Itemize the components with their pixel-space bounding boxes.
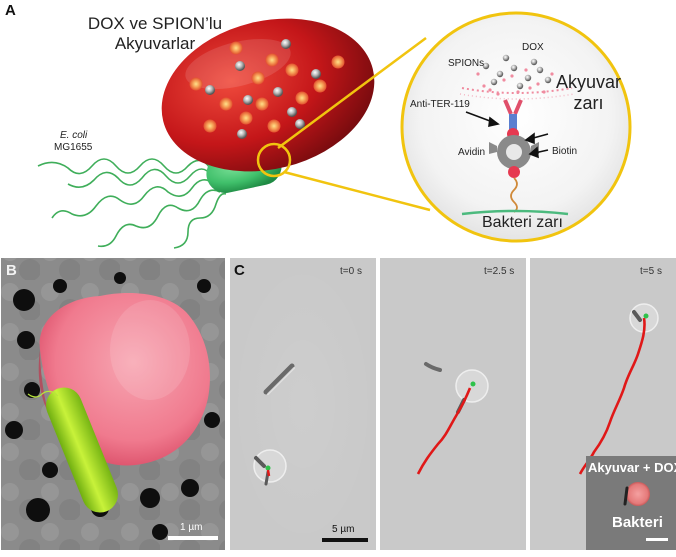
dox-particle [251, 71, 265, 85]
wbc-membrane-label: Akyuvar zarı [556, 72, 621, 114]
inset-label-bottom: Bakteri [612, 514, 663, 531]
dox-particle [189, 77, 203, 91]
dox-particle [488, 88, 492, 92]
membrane-pore [197, 279, 211, 293]
scale-bar-c [322, 538, 368, 542]
wbc-membrane-label-line2: zarı [573, 93, 604, 113]
spion-particle [243, 95, 253, 105]
inset-label-top: Akyuvar + DOX [588, 460, 676, 475]
membrane-pore [26, 498, 50, 522]
membrane-pore [13, 289, 35, 311]
dox-particle [255, 97, 269, 111]
dox-particle [502, 78, 506, 82]
ecoli-label: E. coli MG1655 [54, 130, 92, 154]
spion-particle [510, 64, 518, 72]
spion-particle [530, 58, 538, 66]
panel-a-title-line1: DOX ve SPION’lu [87, 14, 223, 33]
dox-particle [476, 72, 480, 76]
membrane-pore [152, 524, 168, 540]
panel-b [1, 258, 225, 550]
bacteria-membrane [461, 209, 569, 216]
spion-particle [311, 69, 321, 79]
panel-b-scale-label: 1 µm [180, 522, 203, 533]
frame-1 [230, 258, 376, 550]
membrane-pore [181, 479, 199, 497]
membrane-pore [24, 382, 40, 398]
biotin-label: Biotin [552, 146, 578, 157]
spion-particle [287, 107, 297, 117]
inset-image [586, 456, 676, 550]
zoom-particles [476, 54, 554, 96]
spion-particle [273, 87, 283, 97]
spion-particle [536, 66, 544, 74]
dox-particle [313, 79, 327, 93]
dox-particle [265, 53, 279, 67]
panel-a [37, 11, 632, 249]
spion-particle [496, 70, 504, 78]
panel-b-letter: B [6, 262, 17, 279]
dox-label: DOX [522, 42, 544, 53]
flagella [37, 158, 227, 249]
membrane-pore [140, 488, 160, 508]
dox-particle [331, 55, 345, 69]
panel-a-title: DOX ve SPION’lu Akyuvarlar [80, 14, 230, 54]
spion-particle [205, 85, 215, 95]
spion-particle [544, 76, 552, 84]
dox-particle [536, 82, 540, 86]
panel-c [230, 258, 676, 550]
panel-c-scale-label: 5 µm [332, 524, 355, 535]
anti-ter-label: Anti-TER-119 [410, 99, 470, 110]
spion-particle [524, 74, 532, 82]
membrane-pore [5, 421, 23, 439]
membrane-pore [42, 462, 58, 478]
dox-particle [229, 41, 243, 55]
frame-2-time: t=2.5 s [484, 266, 515, 277]
dox-particle [203, 119, 217, 133]
dox-particle [239, 111, 253, 125]
sem-bacterium [46, 387, 118, 513]
membrane-pores [5, 272, 220, 540]
spion-particle [502, 54, 510, 62]
spions-label: SPIONs [448, 58, 485, 69]
frame-1-time: t=0 s [340, 266, 362, 277]
membrane-pore [53, 279, 67, 293]
ecoli-strain: MG1655 [54, 142, 93, 153]
dox-particle [285, 63, 299, 77]
ecoli-species: E. coli [60, 130, 88, 141]
spion-particle [281, 39, 291, 49]
frame-3 [530, 258, 676, 550]
zoom-source-ring [256, 142, 292, 178]
cell-particles [189, 39, 345, 139]
avidin-label: Avidin [458, 147, 486, 158]
white-blood-cell-icon [161, 18, 375, 172]
panel-a-title-line2: Akyuvarlar [114, 34, 196, 53]
panel-c-letter: C [234, 262, 245, 279]
membrane-pore [114, 272, 126, 284]
spion-particle [237, 129, 247, 139]
dox-particle [528, 86, 532, 90]
wbc-membrane-label-line1: Akyuvar [556, 72, 622, 92]
frame-2 [380, 258, 526, 550]
membrane-pore [204, 412, 220, 428]
spion-particle [235, 61, 245, 71]
wbc-membrane [461, 87, 573, 94]
spion-particle [490, 78, 498, 86]
bacteria-membrane-label: Bakteri zarı [482, 214, 563, 231]
dox-particle [219, 97, 233, 111]
dox-particle [510, 74, 514, 78]
panel-a-letter: A [5, 2, 16, 19]
frame-3-time: t=5 s [640, 266, 662, 277]
dox-particle [267, 119, 281, 133]
scale-bar-b [168, 536, 218, 540]
dox-particle [295, 91, 309, 105]
spion-particle [482, 62, 490, 70]
dox-particle [482, 84, 486, 88]
dox-particle [524, 68, 528, 72]
dox-particle [550, 72, 554, 76]
spion-particle [516, 82, 524, 90]
spion-particle [295, 119, 305, 129]
membrane-pore [17, 331, 35, 349]
